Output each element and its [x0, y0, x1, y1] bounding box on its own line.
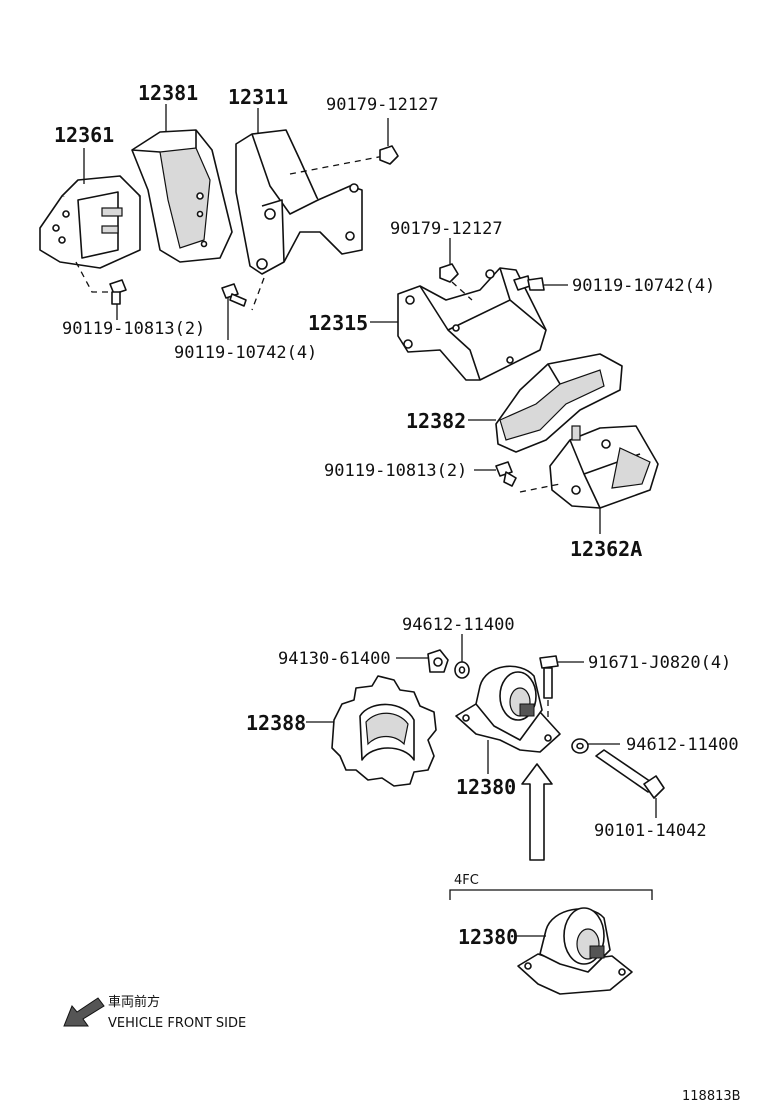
label-94612-11400-top: 94612-11400 [402, 615, 515, 635]
nut-90179-12127-mid [439, 238, 459, 283]
label-90101-14042: 90101-14042 [594, 821, 707, 841]
label-12388: 12388 [246, 711, 306, 735]
part-12382-drawing [468, 353, 623, 453]
label-12311: 12311 [228, 85, 288, 109]
legend-japanese: 車両前方 [108, 994, 160, 1010]
label-90179-12127-top: 90179-12127 [326, 95, 439, 115]
label-variant-4fc: 4FC [454, 873, 479, 888]
part-12380-lower-drawing [516, 907, 633, 995]
washer-94612-11400-lower [571, 738, 620, 754]
nut-90179-12127-top [379, 118, 399, 165]
part-12311-drawing [235, 108, 385, 311]
bolt-91671-J0820 [539, 655, 584, 734]
label-12315: 12315 [308, 311, 368, 335]
label-12361: 12361 [54, 123, 114, 147]
bolt-90119-10742-right [513, 275, 568, 291]
label-90179-12127-mid: 90179-12127 [390, 219, 503, 239]
label-12382: 12382 [406, 409, 466, 433]
label-90119-10742-right: 90119-10742(4) [572, 276, 715, 296]
label-91671-J0820: 91671-J0820(4) [588, 653, 731, 673]
arrow-down-left-icon [63, 997, 105, 1027]
bolt-90119-10813-left [109, 279, 127, 320]
part-12361-drawing [39, 148, 141, 293]
variant-4fc-bracket [449, 889, 653, 900]
washer-94612-11400-top [454, 634, 470, 679]
part-12380-upper-drawing [455, 665, 561, 774]
label-12362A: 12362A [570, 537, 642, 561]
part-12315-drawing [370, 267, 547, 381]
nut-94130-61400 [396, 649, 449, 673]
label-90119-10813-left: 90119-10813(2) [62, 319, 205, 339]
label-90119-10742-left: 90119-10742(4) [174, 343, 317, 363]
arrow-up-icon [521, 763, 553, 861]
legend-english: VEHICLE FRONT SIDE [108, 1016, 246, 1031]
bolt-90101-14042 [595, 749, 665, 818]
label-12380-lower: 12380 [458, 925, 518, 949]
part-12362A-drawing [519, 425, 659, 534]
label-12381: 12381 [138, 81, 198, 105]
label-90119-10813-right: 90119-10813(2) [324, 461, 467, 481]
label-12380-upper: 12380 [456, 775, 516, 799]
label-94130-61400: 94130-61400 [278, 649, 391, 669]
bolt-90119-10742-left [221, 283, 247, 340]
part-12381-drawing [131, 104, 233, 263]
part-12388-drawing [306, 675, 437, 787]
bolt-90119-10813-right [474, 461, 517, 487]
label-94612-11400-lower: 94612-11400 [626, 735, 739, 755]
figure-code: 118813B [682, 1089, 741, 1104]
